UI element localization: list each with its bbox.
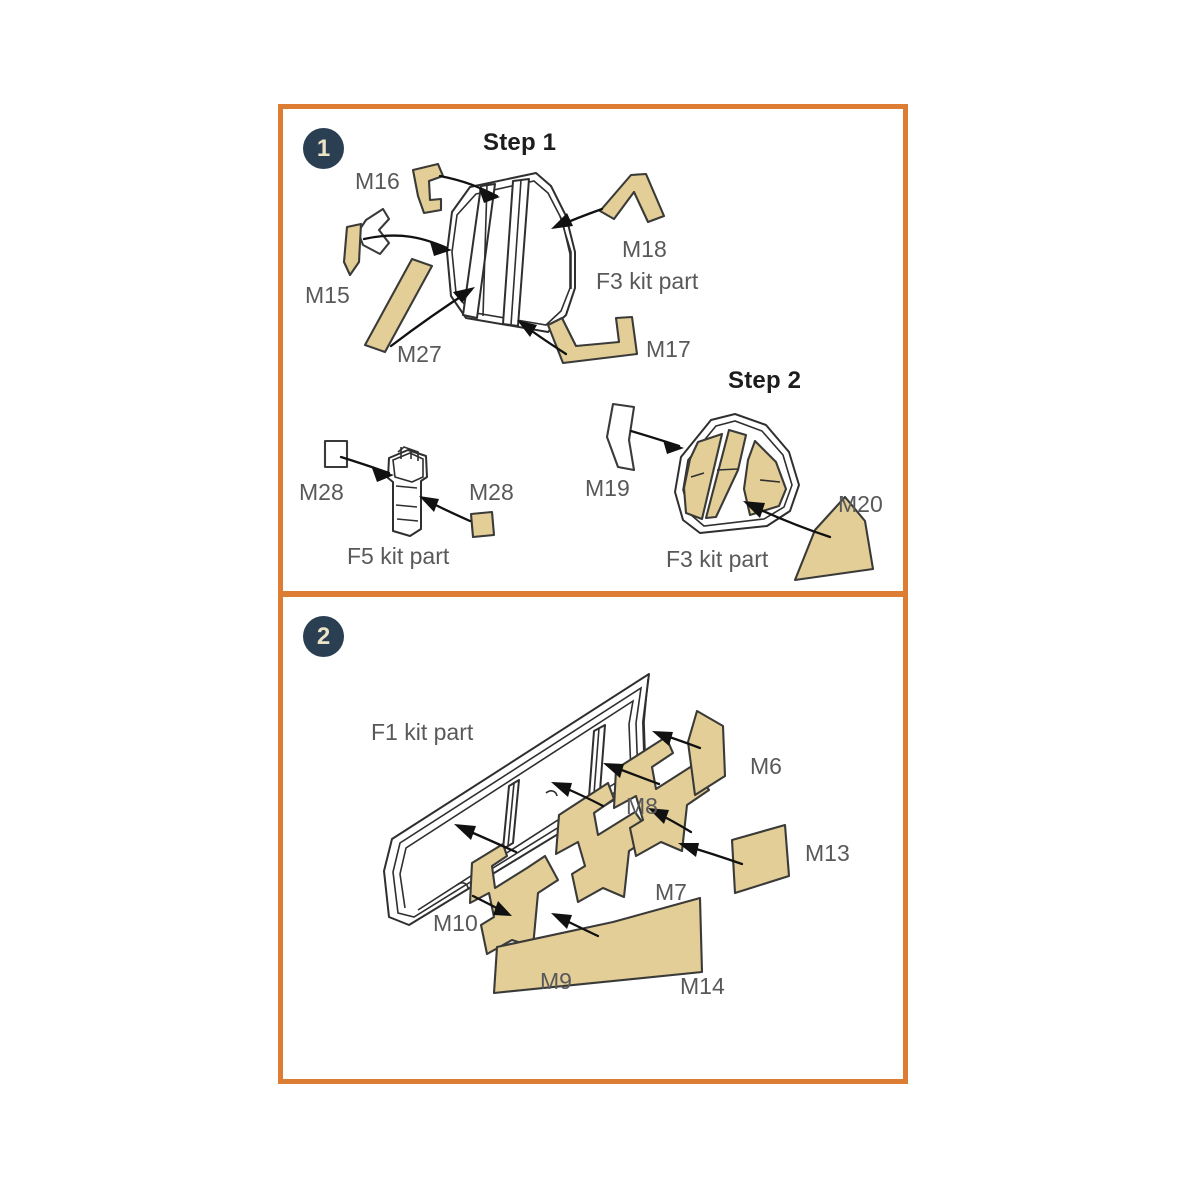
step-2-title: Step 2 [728,367,802,394]
instruction-panel-2 [278,592,908,1084]
label-f3-kit-part-step2: F3 kit part [666,546,769,572]
label-m10: M10 [433,910,478,936]
label-f1-kit-part: F1 kit part [371,719,474,745]
label-m7: M7 [655,879,687,905]
step-badge-2: 2 [303,616,344,657]
label-f5-kit-part: F5 kit part [347,543,450,569]
label-m8: M8 [626,793,658,819]
step-1-title: Step 1 [483,129,557,156]
label-m27: M27 [397,341,442,367]
label-m15: M15 [305,282,350,308]
label-m13: M13 [805,840,850,866]
label-m28-left: M28 [299,479,344,505]
label-m19: M19 [585,475,630,501]
label-m18: M18 [622,236,667,262]
label-m14: M14 [680,973,725,999]
label-m17: M17 [646,336,691,362]
label-m28-right: M28 [469,479,514,505]
label-m16: M16 [355,168,400,194]
label-m20: M20 [838,491,883,517]
label-f3-kit-part-step1: F3 kit part [596,268,699,294]
step-badge-1: 1 [303,128,344,169]
label-m9: M9 [540,968,572,994]
label-m6: M6 [750,753,782,779]
